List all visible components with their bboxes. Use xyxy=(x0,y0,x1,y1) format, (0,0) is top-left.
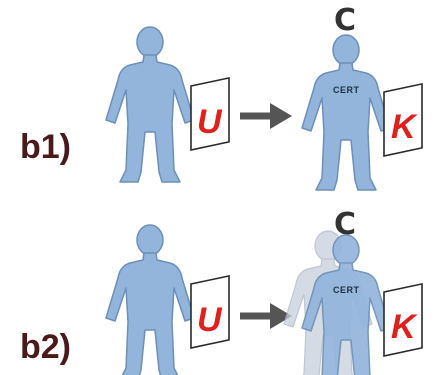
target-figure-b2: C CERT K xyxy=(301,207,423,375)
row-label-b2: b2) xyxy=(20,328,71,366)
cert-badge-b1: CERT xyxy=(333,85,360,95)
card-letter-k-b2: K xyxy=(391,308,418,346)
person-icon xyxy=(105,26,195,183)
card-icon xyxy=(190,76,230,151)
card-icon xyxy=(190,274,230,349)
card-letter-k-b1: K xyxy=(391,108,418,146)
top-mark-c-b2: C xyxy=(334,207,356,242)
sender-figure-b2: U xyxy=(105,224,230,375)
cert-badge-b2: CERT xyxy=(333,285,360,295)
arrow-right-icon xyxy=(240,103,292,129)
sender-figure-b1: U xyxy=(105,26,230,183)
arrow-right-icon xyxy=(240,303,292,329)
row-b2: b2) U C CERT xyxy=(20,207,423,375)
row-label-b1: b1) xyxy=(20,128,71,166)
target-figure-b1: C CERT K xyxy=(301,3,423,191)
card-icon xyxy=(383,282,423,357)
top-mark-c-b1: C xyxy=(334,3,356,38)
card-icon xyxy=(383,82,423,157)
person-icon xyxy=(105,224,195,375)
card-letter-u-b1: U xyxy=(197,103,223,141)
row-b1: b1) U C CERT K xyxy=(20,3,423,191)
person-icon xyxy=(301,34,391,191)
card-letter-u-b2: U xyxy=(197,301,223,339)
